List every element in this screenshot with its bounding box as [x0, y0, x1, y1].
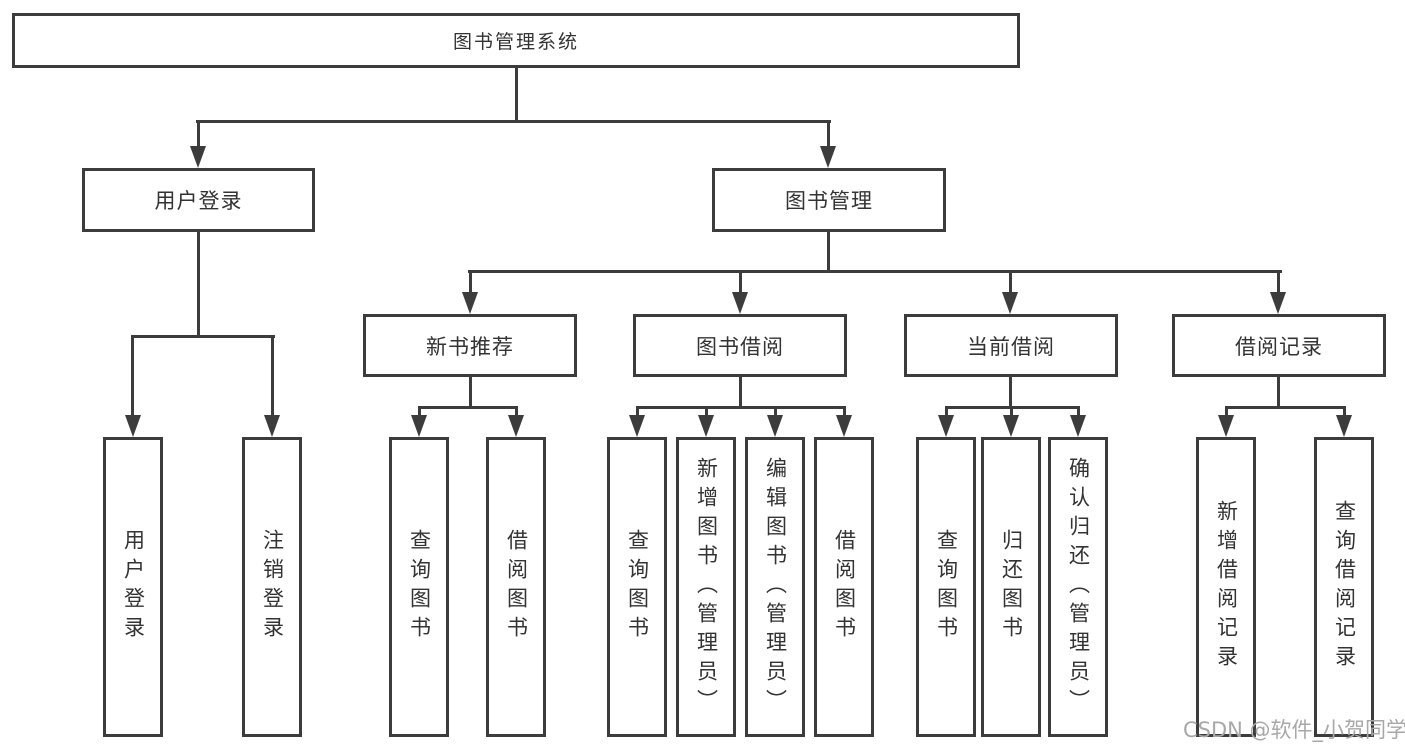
node-label: 当前借阅	[967, 334, 1055, 359]
leaf-label: 借阅图书	[832, 529, 857, 645]
node-library-management-system: 图书管理系统	[12, 13, 1020, 68]
leaf-label: 查询图书	[934, 529, 959, 645]
watermark: CSDN @软件_小贺同学	[1183, 718, 1405, 742]
connector-line	[196, 120, 831, 123]
connector-line	[636, 406, 639, 418]
connector-line	[418, 406, 421, 418]
arrow-down-icon	[1218, 415, 1234, 437]
leaf-query-books: 查询图书	[916, 437, 976, 737]
connector-line	[271, 335, 274, 417]
connector-line	[1277, 270, 1280, 294]
arrow-down-icon	[508, 415, 524, 437]
leaf-label: 编辑图书（管理员）	[763, 456, 788, 718]
arrow-down-icon	[462, 292, 478, 314]
connector-line	[739, 270, 742, 294]
arrow-down-icon	[1002, 292, 1018, 314]
connector-line	[1077, 406, 1080, 418]
node-label: 图书借阅	[696, 334, 784, 359]
leaf-label: 注销登录	[260, 529, 285, 645]
node-book-borrowing: 图书借阅	[633, 314, 847, 377]
arrow-down-icon	[1270, 292, 1286, 314]
node-new-book-recommendation: 新书推荐	[363, 314, 577, 377]
node-user-login: 用户登录	[82, 168, 315, 232]
arrow-down-icon	[938, 415, 954, 437]
connector-line	[1010, 406, 1013, 418]
arrow-down-icon	[1070, 415, 1086, 437]
leaf-add-books-admin: 新增图书（管理员）	[676, 437, 736, 737]
arrow-down-icon	[732, 292, 748, 314]
node-label: 借阅记录	[1235, 334, 1323, 359]
arrow-down-icon	[1003, 415, 1019, 437]
arrow-down-icon	[820, 146, 836, 168]
connector-line	[468, 270, 1282, 273]
connector-line	[774, 406, 777, 418]
leaf-label: 用户登录	[121, 529, 146, 645]
arrow-down-icon	[411, 415, 427, 437]
connector-line	[131, 335, 275, 338]
connector-line	[705, 406, 708, 418]
connector-line	[1225, 406, 1345, 409]
connector-line	[827, 231, 830, 273]
arrow-down-icon	[190, 146, 206, 168]
leaf-add-borrow-record: 新增借阅记录	[1196, 437, 1256, 737]
connector-line	[945, 406, 948, 418]
connector-line	[1277, 377, 1280, 409]
leaf-return-books: 归还图书	[981, 437, 1041, 737]
connector-line	[1225, 406, 1228, 418]
node-label: 图书管理	[785, 189, 873, 213]
leaf-query-borrow-record: 查询借阅记录	[1314, 437, 1374, 737]
connector-line	[843, 406, 846, 418]
leaf-borrow-books: 借阅图书	[486, 437, 546, 737]
connector-line	[131, 335, 134, 417]
connector-line	[515, 406, 518, 418]
node-label: 用户登录	[154, 189, 243, 213]
leaf-logout: 注销登录	[242, 437, 302, 737]
connector-line	[1009, 377, 1012, 409]
node-book-management: 图书管理	[712, 168, 946, 232]
leaf-query-books: 查询图书	[607, 437, 667, 737]
connector-line	[418, 406, 518, 409]
connector-line	[469, 270, 472, 294]
leaf-edit-books-admin: 编辑图书（管理员）	[745, 437, 805, 737]
leaf-label: 借阅图书	[504, 529, 529, 645]
connector-line	[636, 406, 846, 409]
arrow-down-icon	[698, 415, 714, 437]
leaf-label: 新增图书（管理员）	[694, 456, 719, 718]
leaf-label: 归还图书	[999, 529, 1024, 645]
arrow-down-icon	[125, 415, 141, 437]
node-current-borrowing: 当前借阅	[904, 314, 1118, 377]
leaf-label: 查询图书	[407, 529, 432, 645]
leaf-query-books: 查询图书	[389, 437, 449, 737]
leaf-label: 查询图书	[625, 529, 650, 645]
leaf-borrow-books: 借阅图书	[814, 437, 874, 737]
node-label: 图书管理系统	[452, 31, 579, 53]
leaf-label: 确认归还（管理员）	[1066, 456, 1091, 718]
leaf-label: 新增借阅记录	[1214, 500, 1239, 674]
arrow-down-icon	[264, 415, 280, 437]
connector-line	[1009, 270, 1012, 294]
connector-line	[1343, 406, 1346, 418]
arrow-down-icon	[1336, 415, 1352, 437]
connector-line	[827, 120, 830, 148]
connector-line	[515, 67, 518, 123]
leaf-label: 查询借阅记录	[1332, 500, 1357, 674]
connector-line	[739, 377, 742, 409]
connector-line	[197, 120, 200, 148]
leaf-user-login: 用户登录	[103, 437, 163, 737]
arrow-down-icon	[836, 415, 852, 437]
arrow-down-icon	[629, 415, 645, 437]
connector-line	[469, 377, 472, 409]
arrow-down-icon	[767, 415, 783, 437]
node-label: 新书推荐	[426, 334, 514, 359]
leaf-confirm-return-admin: 确认归还（管理员）	[1048, 437, 1108, 737]
node-borrowing-records: 借阅记录	[1172, 314, 1386, 377]
connector-line	[197, 231, 200, 338]
